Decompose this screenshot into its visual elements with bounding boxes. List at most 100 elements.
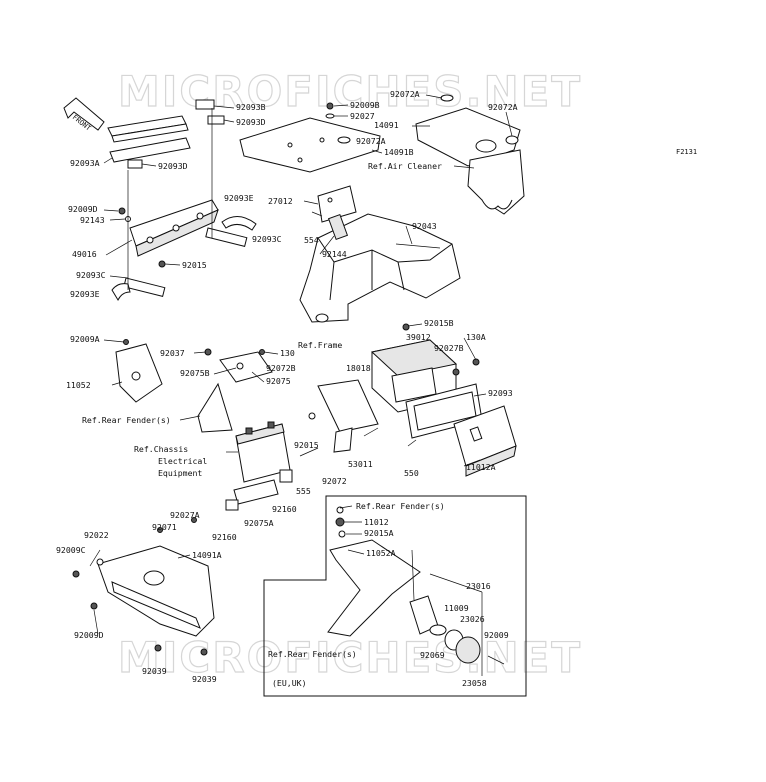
label-92072b: 92072B — [266, 363, 296, 373]
bracket-ref-fender — [197, 382, 233, 433]
label-14091b: 14091B — [384, 147, 414, 157]
label-92093c-2: 92093C — [76, 270, 106, 280]
label-ref-rear-fender-2: Ref.Rear Fender(s) — [356, 501, 445, 511]
cover-14091b — [239, 117, 381, 173]
label-92037: 92037 — [160, 348, 185, 358]
watermark-top: MICROFICHES.NET — [118, 67, 582, 116]
battery-case-39012 — [370, 339, 458, 413]
figure-code: F2131 — [676, 148, 697, 156]
label-39012: 39012 — [406, 332, 431, 342]
label-11052: 11052 — [66, 380, 91, 390]
label-ref-air-cleaner: Ref.Air Cleaner — [368, 161, 442, 171]
label-92009b: 92009B — [350, 100, 380, 110]
label-92093e-1: 92093E — [224, 193, 254, 203]
watermark-bottom: MICROFICHES.NET — [118, 633, 582, 682]
front-arrow-icon: FRONT — [63, 97, 105, 133]
label-92093a: 92093A — [70, 158, 100, 168]
pin-554 — [311, 211, 323, 217]
bolt-92009b — [325, 102, 335, 119]
label-130: 130 — [280, 348, 295, 358]
label-92027b: 92027B — [434, 343, 464, 353]
label-92093d-1: 92093D — [236, 117, 266, 127]
lamp-assy-23016 — [409, 549, 505, 665]
label-11012: 11012 — [364, 517, 389, 527]
label-92015-2: 92015 — [294, 440, 319, 450]
label-92093c-1: 92093C — [252, 234, 282, 244]
small-parts-middle — [308, 323, 480, 453]
label-92075a: 92075A — [244, 518, 274, 528]
label-ref-rear-fender-3: Ref.Rear Fender(s) — [268, 649, 357, 659]
label-92009: 92009 — [484, 630, 509, 640]
label-92144: 92144 — [322, 249, 347, 259]
label-550: 550 — [404, 468, 419, 478]
label-555: 555 — [296, 486, 311, 496]
label-92043: 92043 — [412, 221, 437, 231]
label-14091: 14091 — [374, 120, 399, 130]
label-92015b: 92015B — [424, 318, 454, 328]
spring-92144 — [327, 213, 349, 241]
label-92143: 92143 — [80, 215, 105, 225]
label-18018: 18018 — [346, 363, 371, 373]
label-92009c: 92009C — [56, 545, 86, 555]
label-92009d-2: 92009D — [74, 630, 104, 640]
label-554: 554 — [304, 235, 319, 245]
label-92093b: 92093B — [236, 102, 266, 112]
stay-11052a — [327, 506, 421, 637]
label-92093d-2: 92093D — [158, 161, 188, 171]
label-92160-2: 92160 — [212, 532, 237, 542]
bracket-11052 — [115, 339, 163, 403]
label-ref-chassis-line3: Equipment — [158, 468, 202, 478]
label-92093: 92093 — [488, 388, 513, 398]
leader-lines — [89, 94, 513, 635]
frame-ref — [299, 213, 461, 323]
rubber-blocks — [111, 99, 257, 302]
label-92075: 92075 — [266, 376, 291, 386]
label-ref-chassis-line1: Ref.Chassis — [134, 444, 188, 454]
label-23026: 23026 — [460, 614, 485, 624]
battery — [235, 421, 291, 483]
rubber-strip-92093a — [107, 115, 191, 163]
label-eu-uk: (EU,UK) — [272, 678, 307, 688]
label-92027-1: 92027 — [350, 111, 375, 121]
bracket-49016 — [129, 199, 219, 268]
air-cleaner-duct — [467, 149, 525, 215]
label-23058: 23058 — [462, 678, 487, 688]
label-group: F2131 92072A 92009B 92027 14091 92072A 9… — [56, 89, 697, 688]
label-92093e-2: 92093E — [70, 289, 100, 299]
label-92015a: 92015A — [364, 528, 394, 538]
label-92039-2: 92039 — [192, 674, 217, 684]
cover-14091 — [415, 107, 521, 167]
label-11012a: 11012A — [466, 462, 496, 472]
label-49016: 49016 — [72, 249, 97, 259]
label-11052a: 11052A — [366, 548, 396, 558]
label-92009d-1: 92009D — [68, 204, 98, 214]
plate-18018 — [317, 379, 379, 433]
label-92072a-1: 92072A — [390, 89, 420, 99]
pads-92160 — [225, 469, 293, 511]
label-92069: 92069 — [420, 650, 445, 660]
label-92022: 92022 — [84, 530, 109, 540]
pad-92075a — [233, 479, 279, 505]
label-ref-rear-fender-1: Ref.Rear Fender(s) — [82, 415, 171, 425]
case-11012a — [453, 405, 517, 477]
bolts-bottom-left — [72, 517, 208, 656]
guard-14091a — [97, 545, 215, 637]
label-92075b: 92075B — [180, 368, 210, 378]
label-92009a: 92009A — [70, 334, 100, 344]
eu-uk-box — [263, 495, 527, 697]
bracket-27012 — [317, 185, 357, 223]
clamps-92072a — [337, 94, 519, 145]
label-92072: 92072 — [322, 476, 347, 486]
label-27012: 27012 — [268, 196, 293, 206]
label-92015-1: 92015 — [182, 260, 207, 270]
label-92160-1: 92160 — [272, 504, 297, 514]
label-ref-frame: Ref.Frame — [298, 340, 342, 350]
label-53011: 53011 — [348, 459, 373, 469]
holder-92075 — [204, 348, 273, 383]
label-14091a: 14091A — [192, 550, 222, 560]
bolt-92043 — [395, 243, 441, 249]
label-23016: 23016 — [466, 581, 491, 591]
label-92027a: 92027A — [170, 510, 200, 520]
label-92039-1: 92039 — [142, 666, 167, 676]
